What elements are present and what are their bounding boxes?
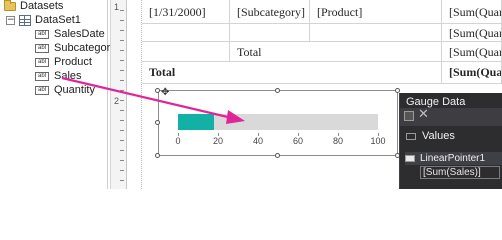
values-section: Values xyxy=(406,130,455,142)
resize-handle[interactable] xyxy=(275,153,280,158)
tree-item-field[interactable]: Product xyxy=(35,55,92,69)
tree-item-field[interactable]: Sales xyxy=(35,69,82,83)
tree-item-field[interactable]: SalesDate xyxy=(35,27,105,41)
ruler-mark: 1 xyxy=(114,2,120,12)
delete-icon[interactable]: ✕ xyxy=(418,107,429,122)
table-cell[interactable] xyxy=(142,42,230,62)
scale-label: 20 xyxy=(212,136,224,146)
report-data-tree: Datasets − DataSet1 SalesDate Subcategor… xyxy=(0,0,116,189)
table-cell[interactable]: [Sum(Quan xyxy=(442,24,502,42)
table-cell[interactable]: [Subcategory] xyxy=(230,0,310,24)
gauge-data-panel: Gauge Data ✕ Values LinearPointer1 [Sum(… xyxy=(399,93,502,189)
scale-tick xyxy=(178,133,179,136)
resize-handle[interactable] xyxy=(155,153,160,158)
table-cell[interactable]: Total xyxy=(142,62,442,84)
gauge-data-title: Gauge Data xyxy=(406,96,466,108)
tree-item-field[interactable]: Subcategory xyxy=(35,41,116,55)
ruler-mark: 2 xyxy=(114,96,120,106)
resize-handle[interactable] xyxy=(155,120,160,125)
table-cell[interactable]: [Sum(Quan xyxy=(442,42,502,62)
pointer-name: LinearPointer1 xyxy=(420,153,486,164)
values-label: Values xyxy=(422,130,455,142)
scale-tick xyxy=(258,133,259,136)
pointer-value-field[interactable]: [Sum(Sales)] xyxy=(420,166,500,179)
scale-tick xyxy=(218,133,219,136)
row-gutter xyxy=(128,0,142,189)
scale-label: 40 xyxy=(252,136,264,146)
field-icon xyxy=(35,71,49,81)
field-icon xyxy=(35,57,49,67)
field-icon xyxy=(35,85,49,95)
table-cell[interactable]: Total xyxy=(230,42,442,62)
gauge-pointer[interactable] xyxy=(178,114,214,130)
vertical-ruler: 1 2 xyxy=(110,0,127,189)
tree-item-datasets[interactable]: Datasets xyxy=(4,0,63,13)
scale-label: 60 xyxy=(292,136,304,146)
dataset-name: DataSet1 xyxy=(35,14,81,26)
resize-handle[interactable] xyxy=(275,88,280,93)
gauge-data-toolbar xyxy=(400,108,502,126)
pointer-item[interactable]: LinearPointer1 xyxy=(405,152,502,165)
field-icon xyxy=(35,43,49,53)
tree-item-field[interactable]: Quantity xyxy=(35,83,95,97)
scale-label: 80 xyxy=(332,136,344,146)
scale-label: 100 xyxy=(370,136,386,146)
table-cell[interactable] xyxy=(142,24,230,42)
collapse-icon[interactable]: − xyxy=(6,14,15,25)
field-label: Quantity xyxy=(54,84,95,96)
field-label: Subcategory xyxy=(54,42,116,54)
datasets-label: Datasets xyxy=(20,0,64,12)
scale-tick xyxy=(378,133,379,136)
pointer-icon xyxy=(405,155,415,162)
field-label: SalesDate xyxy=(54,28,105,40)
move-handle-icon[interactable]: ✥ xyxy=(161,87,170,98)
dataset-icon xyxy=(19,14,31,26)
field-label: Product xyxy=(54,56,92,68)
scale-tick xyxy=(338,133,339,136)
resize-handle[interactable] xyxy=(155,88,160,93)
table-cell[interactable]: [Sum(Quan xyxy=(442,0,502,24)
scale-tick xyxy=(298,133,299,136)
table-cell[interactable]: [Product] xyxy=(310,0,442,24)
sigma-icon xyxy=(406,132,416,140)
folder-icon xyxy=(4,0,16,11)
tree-item-dataset1[interactable]: − DataSet1 xyxy=(6,13,81,27)
table-cell[interactable] xyxy=(230,24,310,42)
table-cell[interactable] xyxy=(310,24,442,42)
resize-handle[interactable] xyxy=(395,88,400,93)
table-cell[interactable]: [Sum(Quan xyxy=(442,62,502,84)
field-label: Sales xyxy=(54,70,82,82)
add-icon[interactable] xyxy=(404,111,414,121)
field-icon xyxy=(35,29,49,39)
tablix: [1/31/2000] [Subcategory] [Product] [Sum… xyxy=(142,0,502,84)
scale-label: 0 xyxy=(175,136,181,146)
table-cell[interactable]: [1/31/2000] xyxy=(142,0,230,24)
